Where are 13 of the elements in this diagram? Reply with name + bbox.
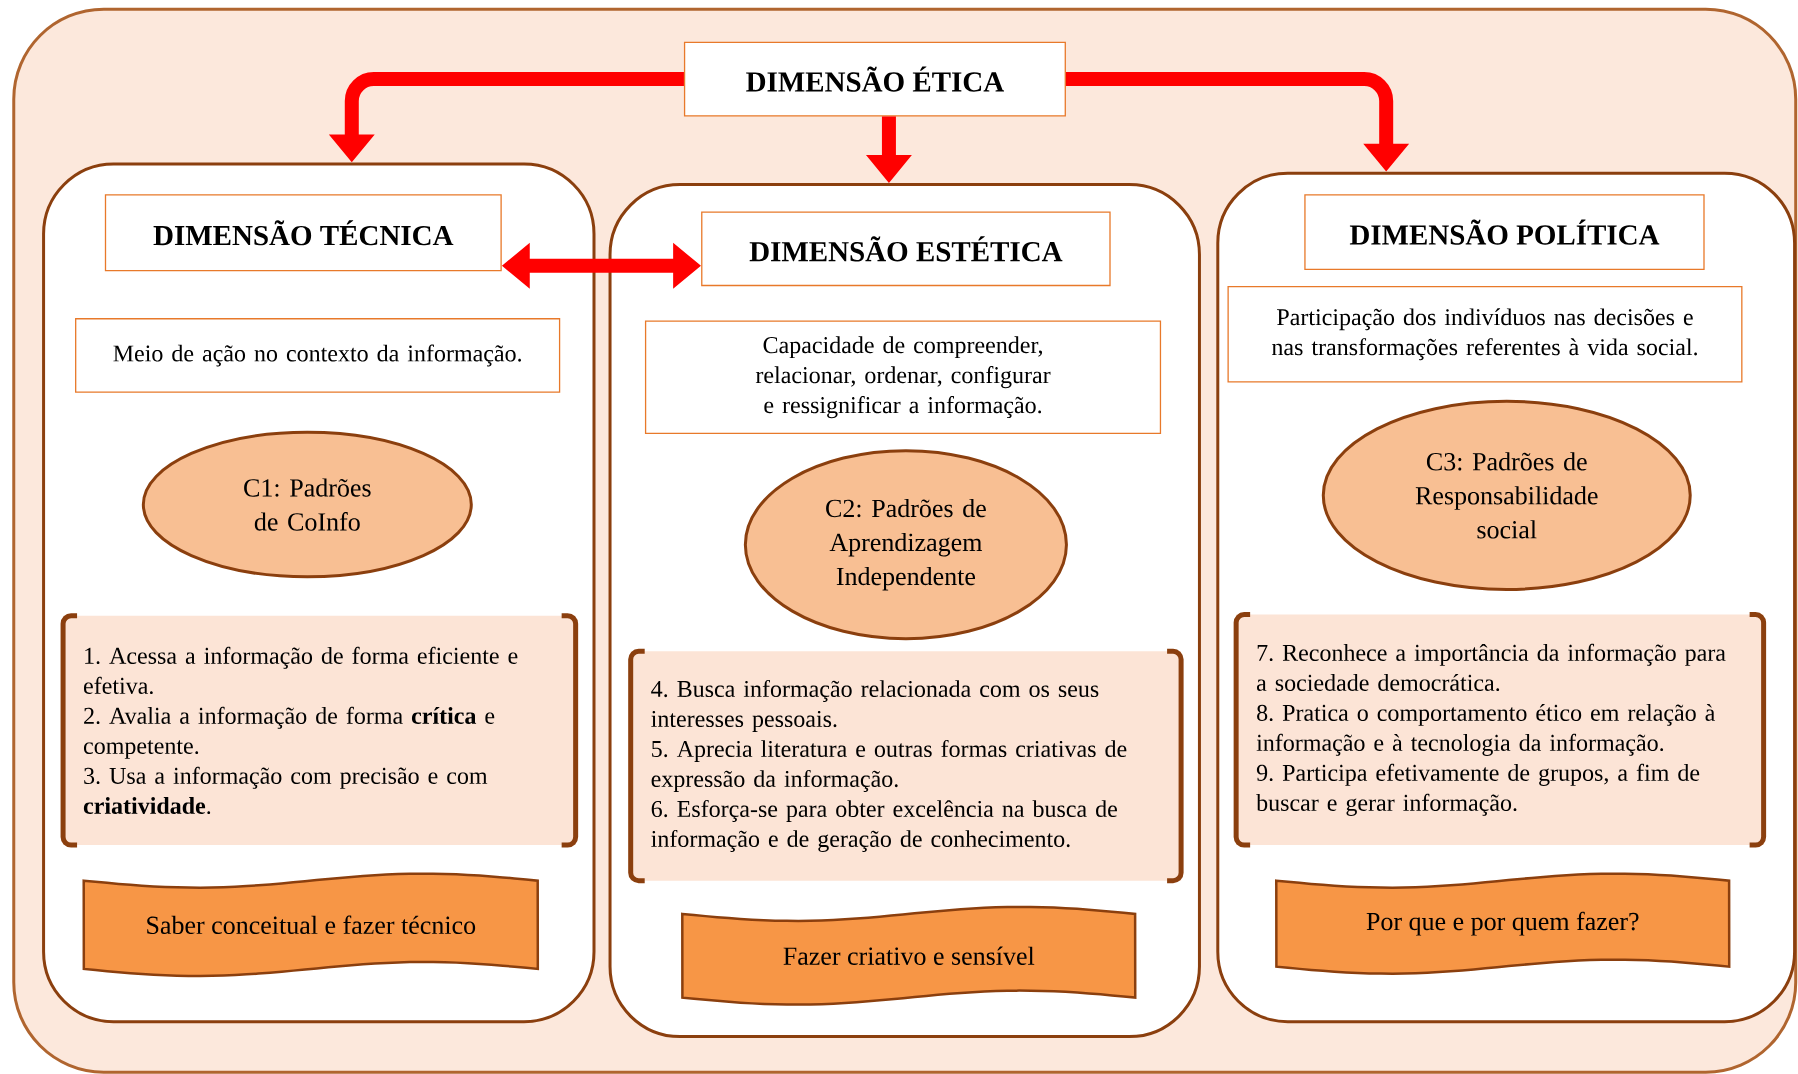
competency-list: 1. Acessa a informação de forma eficiente e efetiva. 2. Avalia a informação de forma crítica e competente. 3. Usa a informação com precisão e com criatividade. [60, 613, 579, 848]
description-box: Participação dos indivíduos nas decisões e nas transformações referentes à vida social. [1227, 286, 1743, 383]
ribbon-banner: Fazer criativo e sensível [681, 905, 1137, 1006]
heading-box: DIMENSÃO ESTÉTICA [701, 211, 1111, 287]
competency-list: 7. Reconhece a importância da informação para a sociedade democrática. 8. Pratica o comportamento ético em relação à informação e à tecnologia da informação. 9. Participa efetivamente de grupos, a fim de buscar e gerar informação. [1233, 612, 1767, 848]
competency-list: 4. Busca informação relacionada com os seus interesses pessoais. 5. Aprecia literatura e outras formas criativas de expressão da informação. 6. Esforça-se para obter excelência na busca de informação e de geração de conhecimento. [628, 648, 1184, 884]
ribbon-banner: Saber conceitual e fazer técnico [82, 872, 540, 978]
ribbon-banner: Por que e por quem fazer? [1275, 872, 1731, 975]
heading-box: DIMENSÃO ÉTICA [683, 41, 1066, 117]
heading-box: DIMENSÃO POLÍTICA [1304, 194, 1705, 271]
heading-box: DIMENSÃO TÉCNICA [104, 194, 502, 272]
description-box: Capacidade de compreender, relacionar, ordenar, configurar e ressignificar a informação. [644, 320, 1162, 435]
description-box: Meio de ação no contexto da informação. [75, 318, 561, 393]
